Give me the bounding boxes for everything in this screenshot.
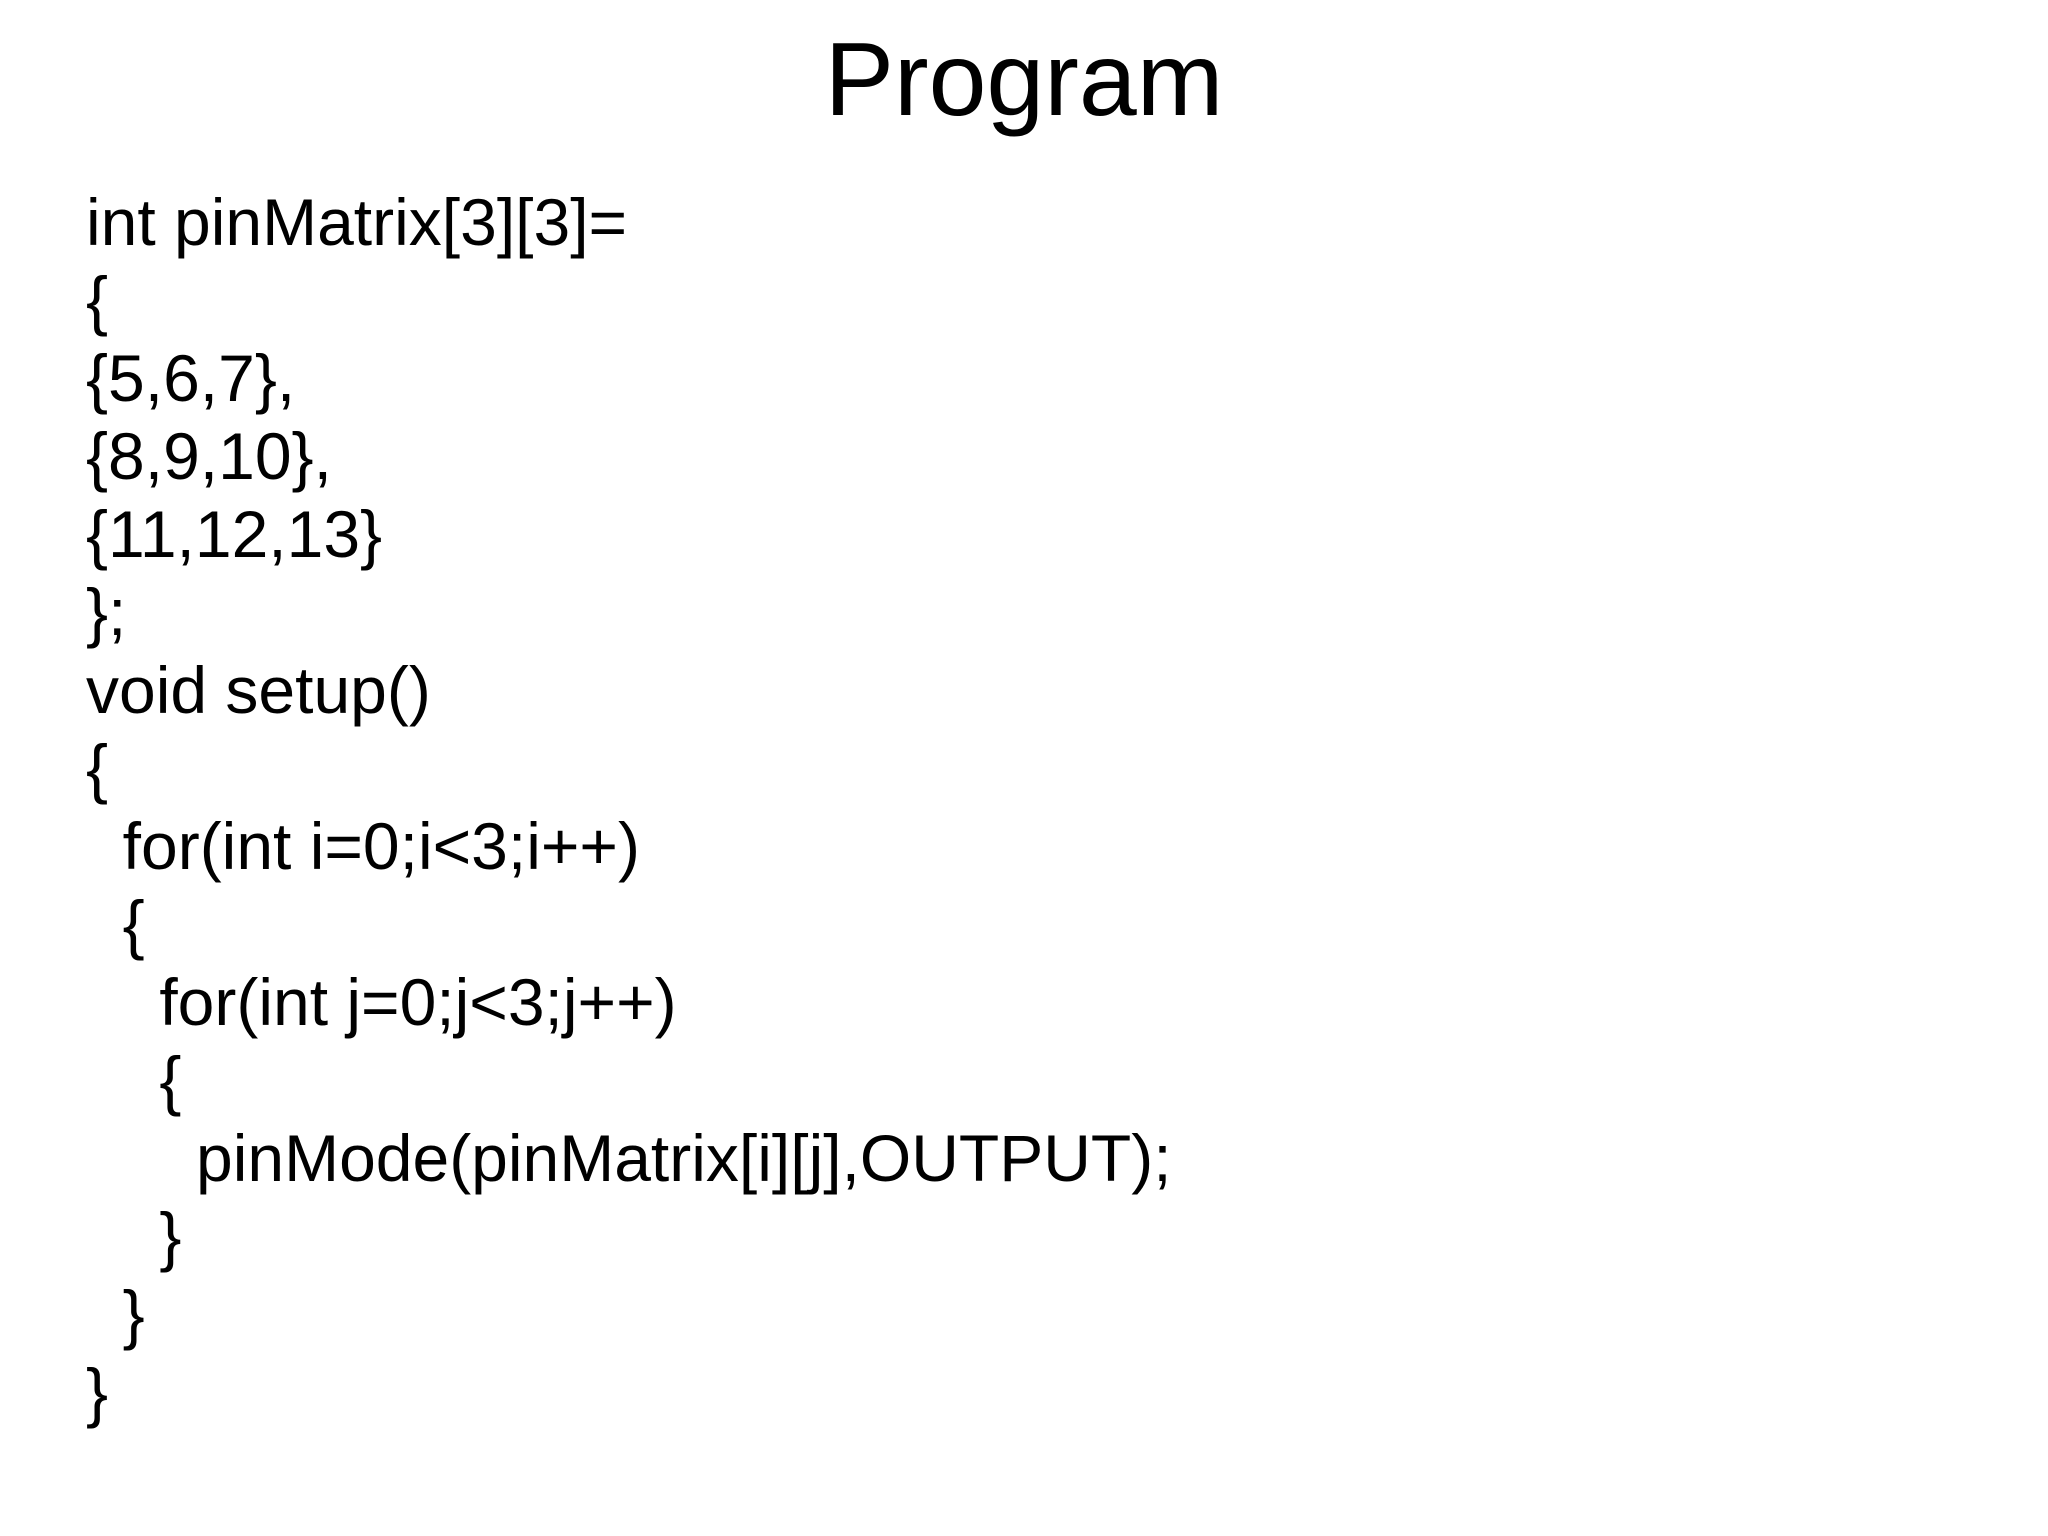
- code-line: {: [86, 263, 109, 337]
- code-block: int pinMatrix[3][3]={{5,6,7},{8,9,10},{1…: [86, 183, 1172, 1431]
- code-line: {11,12,13}: [86, 497, 383, 571]
- code-line: pinMode(pinMatrix[i][j],OUTPUT);: [86, 1121, 1172, 1195]
- code-line: int pinMatrix[3][3]=: [86, 185, 628, 259]
- code-line: }: [86, 1277, 145, 1351]
- code-line: {: [86, 1043, 182, 1117]
- code-line: void setup(): [86, 653, 431, 727]
- code-line: {: [86, 887, 145, 961]
- code-line: {8,9,10},: [86, 419, 332, 493]
- code-line: for(int i=0;i<3;i++): [86, 809, 640, 883]
- code-line: {: [86, 731, 109, 805]
- code-line: };: [86, 575, 127, 649]
- code-line: }: [86, 1199, 182, 1273]
- code-line: }: [86, 1355, 109, 1429]
- code-line: {5,6,7},: [86, 341, 296, 415]
- slide-title: Program: [824, 22, 1224, 138]
- code-line: for(int j=0;j<3;j++): [86, 965, 677, 1039]
